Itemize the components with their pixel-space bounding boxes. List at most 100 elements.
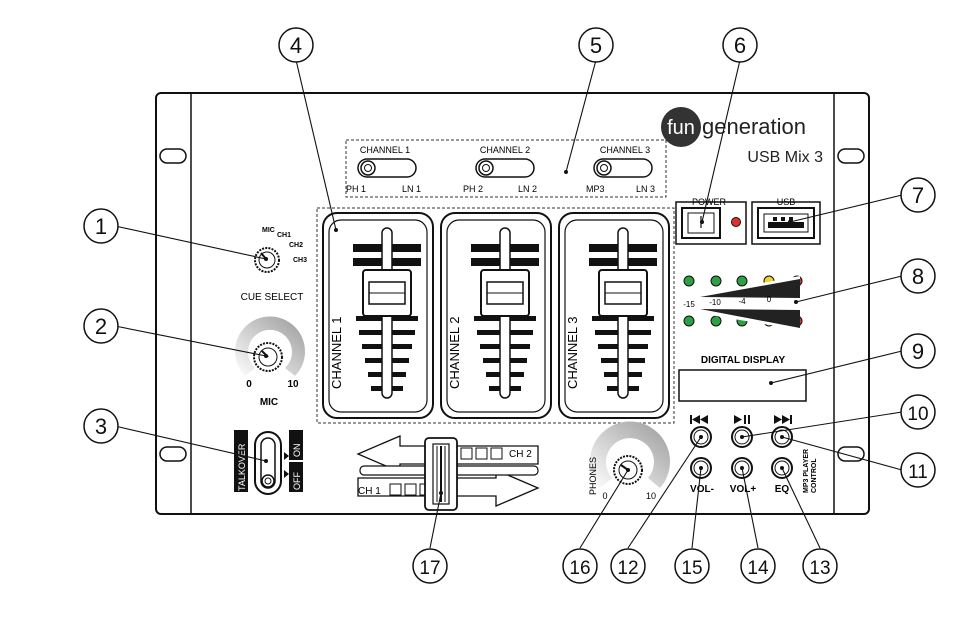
callout-11: 11 bbox=[900, 452, 936, 488]
callout-4: 4 bbox=[278, 27, 314, 63]
rack-hole bbox=[159, 446, 187, 462]
talkover-arrow-icon bbox=[284, 452, 289, 460]
meter-led bbox=[736, 275, 748, 287]
phones-label: PHONES bbox=[588, 457, 598, 495]
display-label: DIGITAL DISPLAY bbox=[701, 355, 786, 366]
usb-label: USB bbox=[777, 197, 796, 207]
svg-text:11: 11 bbox=[908, 462, 928, 483]
usb-section bbox=[751, 201, 821, 245]
vol-plus-label: VOL+ bbox=[730, 484, 757, 495]
channel-label: CHANNEL 2 bbox=[447, 317, 462, 389]
usb-port[interactable] bbox=[757, 207, 815, 239]
input-switch-ch3[interactable]: CHANNEL 3 MP3 LN 3 bbox=[586, 145, 655, 194]
svg-text:17: 17 bbox=[419, 558, 440, 579]
talkover-on-bg bbox=[289, 430, 303, 460]
svg-text:LN 1: LN 1 bbox=[402, 184, 421, 194]
play-pause-icon bbox=[734, 415, 750, 424]
callout-5: 5 bbox=[578, 27, 614, 63]
svg-text:15: 15 bbox=[681, 558, 702, 579]
talkover-on: ON bbox=[292, 444, 302, 458]
callout-9: 9 bbox=[900, 333, 936, 369]
model-name: USB Mix 3 bbox=[747, 149, 823, 166]
level-meter-wedge-top bbox=[700, 279, 800, 298]
svg-text:CHANNEL 2: CHANNEL 2 bbox=[480, 145, 530, 155]
crossfader[interactable] bbox=[356, 435, 540, 511]
svg-text:16: 16 bbox=[569, 558, 590, 579]
meter-scale-4: -4 bbox=[738, 297, 746, 306]
svg-text:CHANNEL 1: CHANNEL 1 bbox=[360, 145, 410, 155]
svg-text:generation: generation bbox=[702, 114, 806, 139]
cue-pos-ch3: CH3 bbox=[293, 257, 307, 264]
callout-2: 2 bbox=[83, 308, 119, 344]
svg-text:1: 1 bbox=[95, 214, 107, 239]
meter-led bbox=[710, 275, 722, 287]
channel-fader-2[interactable]: CHANNEL 2 bbox=[440, 212, 552, 419]
mic-label: MIC bbox=[260, 397, 278, 408]
meter-led bbox=[683, 315, 695, 327]
channel-fader-1[interactable]: CHANNEL 1 bbox=[322, 212, 434, 419]
svg-text:14: 14 bbox=[747, 558, 769, 579]
svg-text:5: 5 bbox=[590, 33, 602, 58]
mic-level-arc bbox=[235, 316, 305, 376]
callout-15: 15 bbox=[674, 548, 710, 584]
meter-led bbox=[710, 315, 722, 327]
mp3-section-label-1: MP3 PLAYER bbox=[803, 449, 810, 493]
cue-pos-ch2: CH2 bbox=[289, 242, 303, 249]
input-switch-group bbox=[345, 139, 667, 198]
callout-12: 12 bbox=[610, 548, 646, 584]
svg-text:PH 2: PH 2 bbox=[463, 184, 483, 194]
crossfader-ch1-label: CH 1 bbox=[358, 486, 381, 497]
leader-dots bbox=[264, 170, 798, 495]
talkover-arrow-icon bbox=[284, 470, 289, 478]
svg-text:8: 8 bbox=[912, 264, 924, 289]
channel-label: CHANNEL 1 bbox=[329, 317, 344, 389]
cue-select-label: CUE SELECT bbox=[241, 292, 304, 303]
talkover-off-bg bbox=[289, 462, 303, 492]
talkover-switch[interactable] bbox=[254, 431, 282, 495]
cue-pos-ch1: CH1 bbox=[277, 232, 291, 239]
callout-6: 6 bbox=[722, 27, 758, 63]
svg-text:LN 2: LN 2 bbox=[518, 184, 537, 194]
svg-text:13: 13 bbox=[809, 558, 830, 579]
svg-text:12: 12 bbox=[617, 558, 638, 579]
power-section bbox=[675, 201, 747, 245]
callout-8: 8 bbox=[900, 258, 936, 294]
phones-min: 0 bbox=[602, 491, 607, 501]
callout-10: 10 bbox=[900, 394, 936, 430]
vol-minus-label: VOL- bbox=[690, 484, 714, 495]
channel-fader-3[interactable]: CHANNEL 3 bbox=[558, 212, 670, 419]
skip-back-icon bbox=[690, 415, 708, 424]
digital-display bbox=[678, 369, 807, 402]
svg-text:fun: fun bbox=[667, 117, 695, 139]
eq-label: EQ bbox=[775, 484, 790, 495]
svg-text:9: 9 bbox=[912, 339, 924, 364]
svg-text:4: 4 bbox=[290, 33, 302, 58]
meter-scale-0: 0 bbox=[767, 295, 772, 304]
svg-text:3: 3 bbox=[95, 414, 107, 439]
crossfader-ch2-label: CH 2 bbox=[509, 449, 532, 460]
level-meter-wedge-bottom bbox=[700, 309, 800, 328]
callout-7: 7 bbox=[900, 177, 936, 213]
svg-text:10: 10 bbox=[907, 404, 928, 425]
callout-13: 13 bbox=[802, 548, 838, 584]
mic-max: 10 bbox=[287, 379, 299, 390]
svg-text:6: 6 bbox=[734, 33, 746, 58]
svg-text:CHANNEL 3: CHANNEL 3 bbox=[600, 145, 650, 155]
meter-led bbox=[683, 275, 695, 287]
svg-text:LN 3: LN 3 bbox=[636, 184, 655, 194]
svg-text:MP3: MP3 bbox=[586, 184, 605, 194]
meter-scale-15: -15 bbox=[683, 300, 695, 309]
input-switch-ch1[interactable]: CHANNEL 1 PH 1 LN 1 bbox=[346, 145, 421, 194]
power-label: POWER bbox=[692, 197, 727, 207]
input-switch-ch2[interactable]: CHANNEL 2 PH 2 LN 2 bbox=[463, 145, 537, 194]
brand-logo: fun generation USB Mix 3 bbox=[661, 107, 823, 166]
rack-hole bbox=[837, 148, 865, 164]
mic-knob[interactable] bbox=[253, 342, 283, 372]
channel-fader-group bbox=[316, 207, 675, 424]
leader-lines bbox=[114, 59, 903, 549]
meter-scale-10: -10 bbox=[709, 298, 721, 307]
callout-1: 1 bbox=[83, 208, 119, 244]
talkover-label: TALKOVER bbox=[237, 443, 247, 491]
mp3-section-label-2: CONTROL bbox=[811, 458, 818, 493]
